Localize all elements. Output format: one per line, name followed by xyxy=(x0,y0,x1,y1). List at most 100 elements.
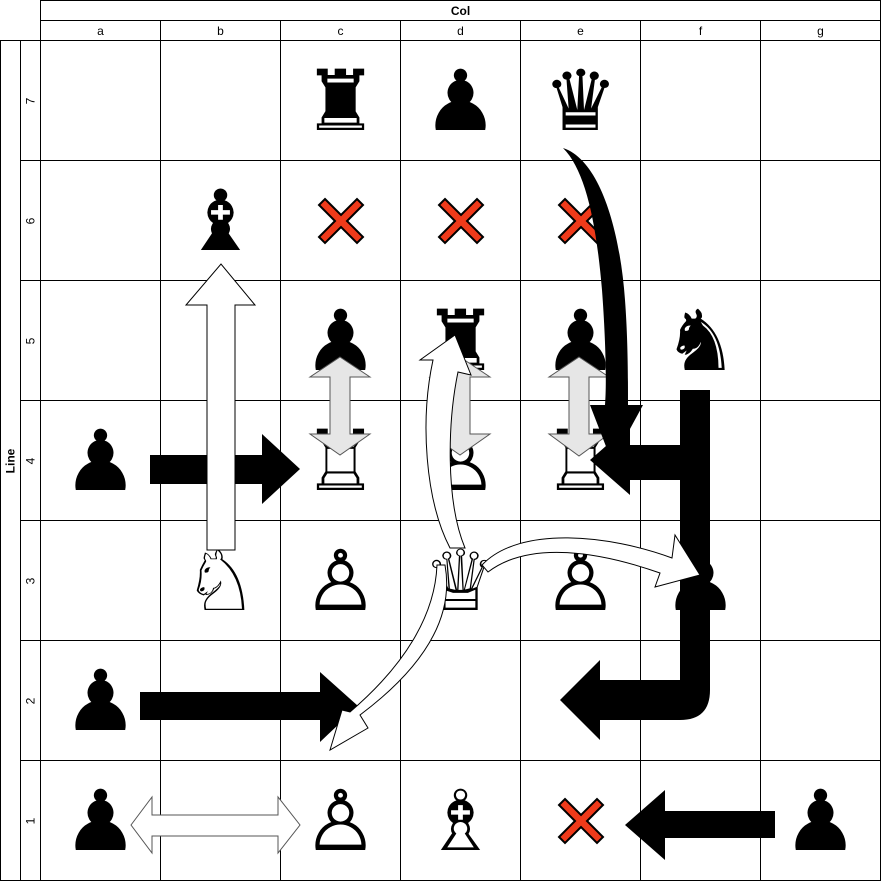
column-label: e xyxy=(577,23,584,38)
square-e4[interactable]: ♖ xyxy=(520,400,641,521)
square-b4[interactable] xyxy=(160,400,281,521)
square-a7[interactable] xyxy=(40,40,161,161)
black-knight-icon[interactable]: ♞ xyxy=(662,291,739,390)
square-e6[interactable] xyxy=(520,160,641,281)
square-e1[interactable] xyxy=(520,760,641,881)
square-e3[interactable]: ♙ xyxy=(520,520,641,641)
square-f5[interactable]: ♞ xyxy=(640,280,761,401)
square-d7[interactable]: ♟ xyxy=(400,40,521,161)
white-pawn-icon[interactable]: ♙ xyxy=(302,771,379,870)
square-f1[interactable] xyxy=(640,760,761,881)
square-g2[interactable] xyxy=(760,640,881,761)
black-queen-icon[interactable]: ♛ xyxy=(542,51,619,150)
column-label: f xyxy=(698,23,703,38)
column-label: c xyxy=(337,23,344,38)
column-group-title: Col xyxy=(450,3,471,18)
square-b3[interactable]: ♘ xyxy=(160,520,281,641)
column-label: a xyxy=(97,23,104,38)
square-g1[interactable]: ♟ xyxy=(760,760,881,881)
square-e5[interactable]: ♟ xyxy=(520,280,641,401)
row-header-5: 5 xyxy=(20,280,41,401)
row-header-6: 6 xyxy=(20,160,41,281)
cross-mark-icon xyxy=(557,797,604,844)
column-header-b: b xyxy=(160,20,281,41)
black-rook-icon[interactable]: ♜ xyxy=(302,51,379,150)
square-g3[interactable] xyxy=(760,520,881,641)
square-c3[interactable]: ♙ xyxy=(280,520,401,641)
square-c2[interactable] xyxy=(280,640,401,761)
row-header-2: 2 xyxy=(20,640,41,761)
column-header-d: d xyxy=(400,20,521,41)
square-a3[interactable] xyxy=(40,520,161,641)
row-label: 2 xyxy=(23,697,38,704)
square-e2[interactable] xyxy=(520,640,641,761)
black-pawn-icon[interactable]: ♟ xyxy=(422,51,499,150)
square-f2[interactable] xyxy=(640,640,761,761)
column-label: d xyxy=(457,23,464,38)
cross-mark-icon xyxy=(437,197,484,244)
square-b1[interactable] xyxy=(160,760,281,881)
square-f6[interactable] xyxy=(640,160,761,281)
square-d4[interactable]: ♙ xyxy=(400,400,521,521)
square-a5[interactable] xyxy=(40,280,161,401)
square-a4[interactable]: ♟ xyxy=(40,400,161,521)
row-label: 5 xyxy=(23,337,38,344)
white-queen-icon[interactable]: ♕ xyxy=(422,531,499,630)
square-e7[interactable]: ♛ xyxy=(520,40,641,161)
row-group-title: Line xyxy=(3,448,18,473)
column-header-a: a xyxy=(40,20,161,41)
square-c7[interactable]: ♜ xyxy=(280,40,401,161)
square-c5[interactable]: ♟ xyxy=(280,280,401,401)
column-header-f: f xyxy=(640,20,761,41)
row-header-7: 7 xyxy=(20,40,41,161)
white-pawn-icon[interactable]: ♙ xyxy=(422,411,499,510)
square-c1[interactable]: ♙ xyxy=(280,760,401,881)
square-f7[interactable] xyxy=(640,40,761,161)
black-pawn-icon[interactable]: ♟ xyxy=(542,291,619,390)
black-pawn-icon[interactable]: ♟ xyxy=(662,531,739,630)
column-header-c: c xyxy=(280,20,401,41)
square-a1[interactable]: ♟ xyxy=(40,760,161,881)
column-header-g: g xyxy=(760,20,881,41)
square-g6[interactable] xyxy=(760,160,881,281)
row-header-3: 3 xyxy=(20,520,41,641)
square-d2[interactable] xyxy=(400,640,521,761)
black-bishop-icon[interactable]: ♝ xyxy=(182,171,259,270)
row-label: 4 xyxy=(23,457,38,464)
square-c4[interactable]: ♖ xyxy=(280,400,401,521)
row-label: 7 xyxy=(23,97,38,104)
black-pawn-icon[interactable]: ♟ xyxy=(62,771,139,870)
square-g7[interactable] xyxy=(760,40,881,161)
square-a2[interactable]: ♟ xyxy=(40,640,161,761)
square-a6[interactable] xyxy=(40,160,161,281)
white-pawn-icon[interactable]: ♙ xyxy=(542,531,619,630)
white-bishop-icon[interactable]: ♗ xyxy=(422,771,499,870)
black-pawn-icon[interactable]: ♟ xyxy=(782,771,859,870)
column-header-e: e xyxy=(520,20,641,41)
square-b5[interactable] xyxy=(160,280,281,401)
column-group-header: Col xyxy=(40,0,881,21)
black-pawn-icon[interactable]: ♟ xyxy=(62,411,139,510)
white-knight-icon[interactable]: ♘ xyxy=(182,531,259,630)
square-g4[interactable] xyxy=(760,400,881,521)
square-g5[interactable] xyxy=(760,280,881,401)
square-b6[interactable]: ♝ xyxy=(160,160,281,281)
square-c6[interactable] xyxy=(280,160,401,281)
square-f3[interactable]: ♟ xyxy=(640,520,761,641)
row-group-header: Line xyxy=(0,40,21,881)
square-d6[interactable] xyxy=(400,160,521,281)
black-pawn-icon[interactable]: ♟ xyxy=(62,651,139,750)
square-b7[interactable] xyxy=(160,40,281,161)
white-rook-icon[interactable]: ♖ xyxy=(542,411,619,510)
square-d1[interactable]: ♗ xyxy=(400,760,521,881)
cross-mark-icon xyxy=(557,197,604,244)
square-f4[interactable] xyxy=(640,400,761,521)
square-b2[interactable] xyxy=(160,640,281,761)
white-pawn-icon[interactable]: ♙ xyxy=(302,531,379,630)
square-d3[interactable]: ♕ xyxy=(400,520,521,641)
square-d5[interactable]: ♜ xyxy=(400,280,521,401)
row-label: 3 xyxy=(23,577,38,584)
black-pawn-icon[interactable]: ♟ xyxy=(302,291,379,390)
black-rook-icon[interactable]: ♜ xyxy=(422,291,499,390)
white-rook-icon[interactable]: ♖ xyxy=(302,411,379,510)
